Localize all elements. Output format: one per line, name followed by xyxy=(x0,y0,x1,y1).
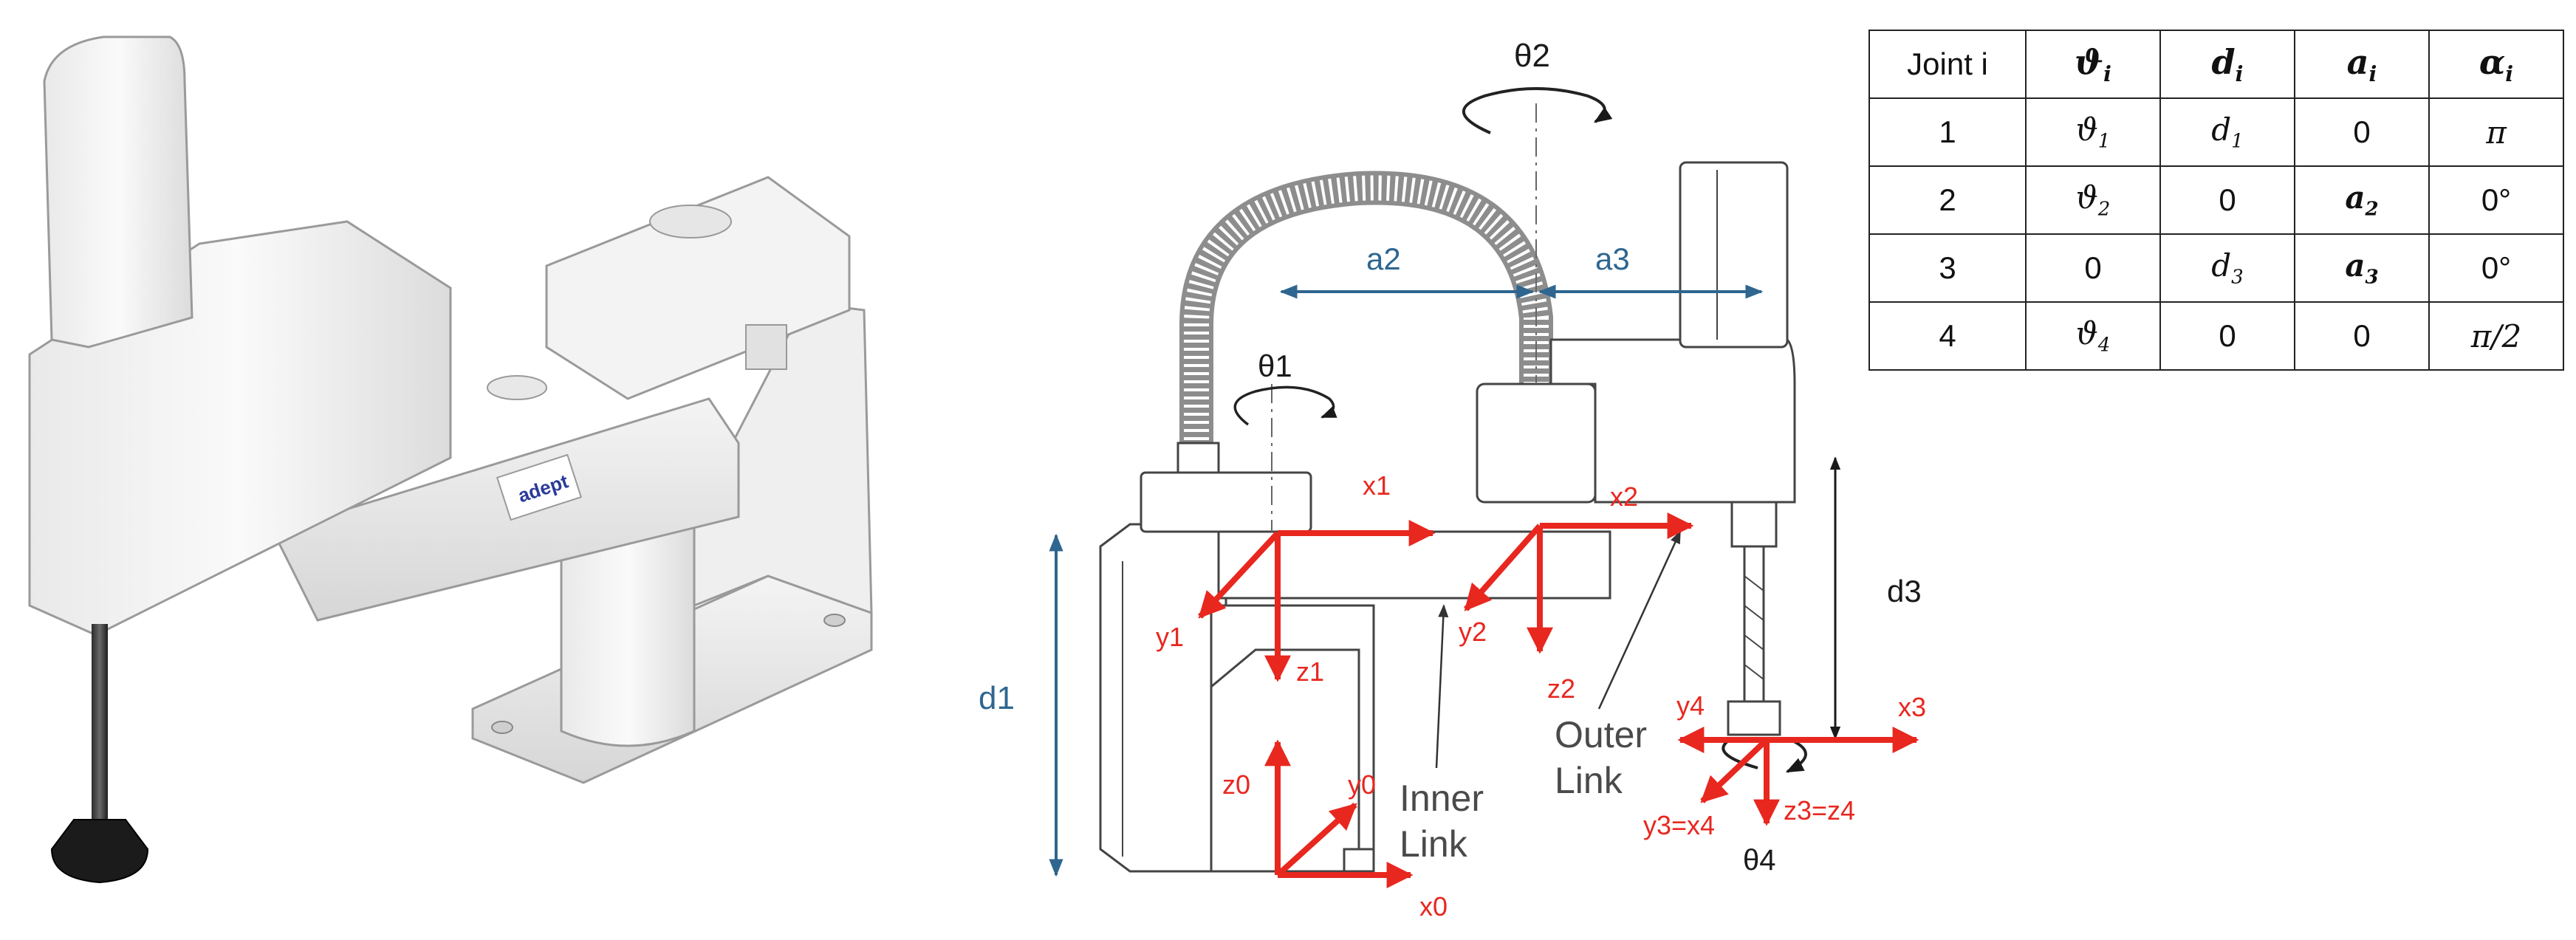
label-a3: a3 xyxy=(1595,241,1630,276)
j2-joint xyxy=(1476,382,1597,504)
header-a: ai xyxy=(2294,30,2430,99)
cell-d: 0 xyxy=(2159,301,2295,371)
shoulder-cap xyxy=(649,205,732,239)
cell-alpha: π xyxy=(2428,97,2564,167)
base-bolt xyxy=(491,721,513,734)
quill-rod xyxy=(92,624,108,823)
cell-theta: ϑ2 xyxy=(2025,165,2161,235)
cell-theta: ϑ4 xyxy=(2025,301,2161,371)
frame-3-4 xyxy=(1677,727,1919,826)
cell-alpha: π/2 xyxy=(2428,301,2564,371)
label-theta2: θ2 xyxy=(1514,38,1550,74)
frame-0 xyxy=(1264,739,1414,888)
label-z0: z0 xyxy=(1222,769,1250,800)
label-y3x4: y3=x4 xyxy=(1643,810,1715,840)
rotation-arrow-theta1 xyxy=(1233,385,1337,426)
dh-header-row: Joint i ϑi di ai αi xyxy=(1868,30,2564,99)
cell-theta: 0 xyxy=(2025,233,2161,303)
header-alpha: αi xyxy=(2428,30,2564,99)
suction-foot xyxy=(50,819,149,884)
cable-hose-pattern xyxy=(1184,175,1549,473)
label-a2: a2 xyxy=(1366,241,1401,276)
label-outer-link-2: Link xyxy=(1555,760,1623,801)
label-d1: d1 xyxy=(979,680,1015,716)
label-x0: x0 xyxy=(1419,891,1448,922)
base-front xyxy=(1210,604,1375,873)
connector-box xyxy=(745,324,787,370)
label-d3: d3 xyxy=(1887,574,1922,608)
base-column xyxy=(560,515,696,747)
cell-d: 0 xyxy=(2159,165,2295,235)
dh-row: 2 ϑ2 0 a2 0° xyxy=(1868,165,2564,235)
outer-link-arm xyxy=(1549,338,1796,504)
logo-plate xyxy=(496,453,583,521)
label-x3: x3 xyxy=(1898,692,1926,722)
j1-connector xyxy=(1176,442,1220,474)
shoulder-housing xyxy=(545,176,851,400)
label-x2: x2 xyxy=(1610,481,1638,512)
scara-drawing: θ2 θ1 θ4 a2 a3 d1 d3 x0 y0 z0 x1 y1 z1 x… xyxy=(979,38,1926,922)
arm-cap xyxy=(487,375,547,400)
label-y1: y1 xyxy=(1156,622,1184,652)
cell-a: a2 xyxy=(2294,165,2430,235)
j1-motor xyxy=(1140,471,1312,533)
label-x1: x1 xyxy=(1363,470,1391,501)
inner-link-arm xyxy=(1217,530,1611,600)
quill-shaft xyxy=(1743,545,1765,703)
frame-1 xyxy=(1198,520,1436,682)
cell-joint: 3 xyxy=(1868,233,2027,303)
cell-alpha: 0° xyxy=(2428,165,2564,235)
robot-render: adept xyxy=(28,35,873,884)
label-outer-link-1: Outer xyxy=(1555,714,1647,755)
cell-joint: 1 xyxy=(1868,97,2027,167)
label-y2: y2 xyxy=(1459,617,1487,647)
cell-theta: ϑ1 xyxy=(2025,97,2161,167)
label-z3z4: z3=z4 xyxy=(1784,795,1855,826)
base-foot xyxy=(1343,848,1375,873)
base-bolt xyxy=(823,614,846,627)
base-scoop xyxy=(1210,648,1360,849)
j3-tower xyxy=(1679,161,1789,349)
header-joint: Joint i xyxy=(1868,30,2027,99)
label-inner-link-2: Link xyxy=(1400,823,1468,865)
dh-row: 4 ϑ4 0 0 π/2 xyxy=(1868,301,2564,371)
cell-a: 0 xyxy=(2294,301,2430,371)
label-inner-link-1: Inner xyxy=(1400,778,1484,819)
end-effector xyxy=(1727,700,1781,736)
quill-collar xyxy=(1730,501,1778,548)
cell-alpha: 0° xyxy=(2428,233,2564,303)
quill-spring xyxy=(1744,575,1764,680)
dh-row: 1 ϑ1 d1 0 π xyxy=(1868,97,2564,167)
header-d: di xyxy=(2159,30,2295,99)
label-z2: z2 xyxy=(1547,673,1575,704)
dh-parameter-table: Joint i ϑi di ai αi 1 ϑ1 d1 0 π 2 ϑ2 0 a… xyxy=(1868,30,2564,371)
header-theta: ϑi xyxy=(2025,30,2161,99)
label-theta1: θ1 xyxy=(1258,349,1292,383)
cell-d: d3 xyxy=(2159,233,2295,303)
cell-joint: 4 xyxy=(1868,301,2027,371)
robot-tower xyxy=(43,35,193,349)
label-y0: y0 xyxy=(1348,769,1376,800)
dh-row: 3 0 d3 a3 0° xyxy=(1868,233,2564,303)
rotation-arrow-theta2 xyxy=(1462,87,1613,134)
inner-arm xyxy=(271,397,740,622)
frame-2 xyxy=(1464,512,1694,654)
leader-outer-link xyxy=(1597,530,1682,710)
cell-a: a3 xyxy=(2294,233,2430,303)
base-housing xyxy=(1099,523,1227,873)
label-theta4: θ4 xyxy=(1743,844,1776,876)
cell-a: 0 xyxy=(2294,97,2430,167)
leader-inner-link xyxy=(1435,604,1449,769)
label-z1: z1 xyxy=(1296,656,1324,687)
cell-joint: 2 xyxy=(1868,165,2027,235)
label-y4: y4 xyxy=(1676,690,1705,721)
cell-d: d1 xyxy=(2159,97,2295,167)
